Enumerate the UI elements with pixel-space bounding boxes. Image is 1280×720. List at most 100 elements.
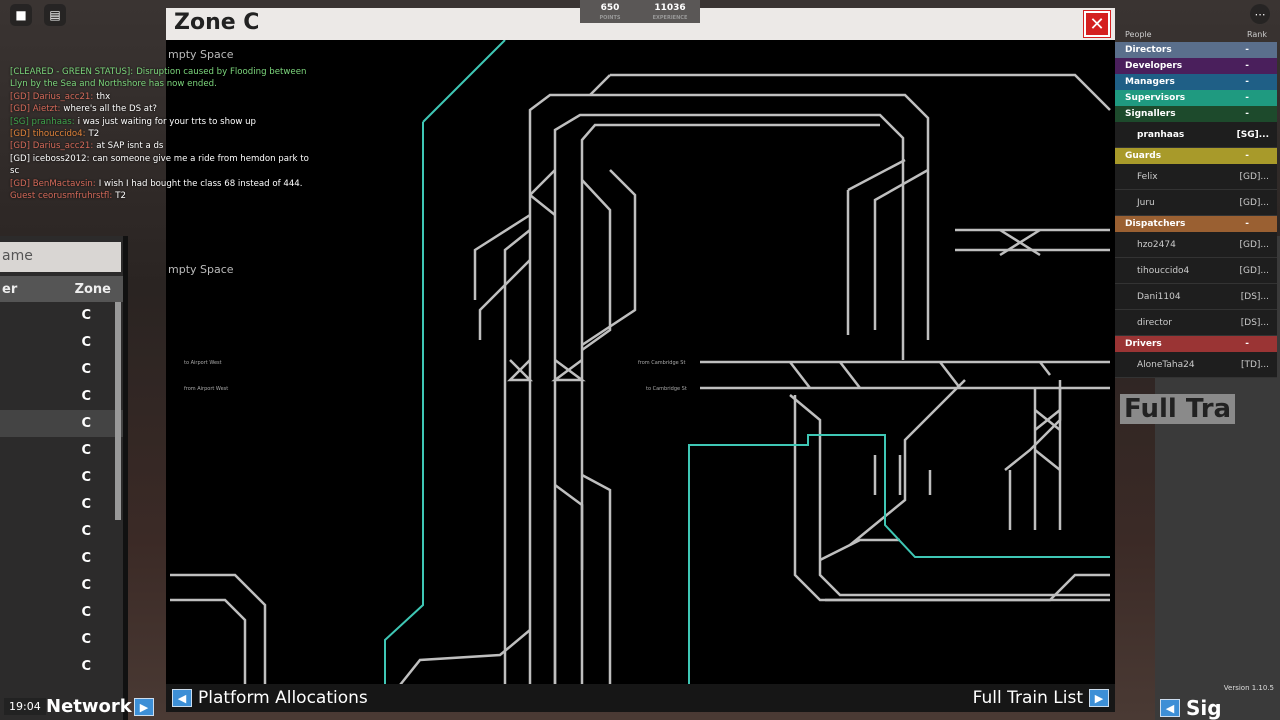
track-diagram[interactable] — [166, 40, 1115, 688]
track-segment — [473, 213, 531, 300]
chat-sender[interactable]: [GD] tihouccido4: — [10, 129, 86, 140]
group-directors[interactable]: Directors- — [1115, 42, 1277, 58]
chat-message: [SG] pranhaas:i was just waiting for you… — [10, 116, 320, 128]
chat-text: I wish I had bought the class 68 instead… — [98, 178, 303, 189]
train-row[interactable]: C — [81, 335, 91, 350]
player-row[interactable]: director[DS]... — [1115, 310, 1277, 336]
track-segment — [554, 483, 584, 570]
player-rank: [GD]... — [1239, 197, 1269, 208]
chat-message: [GD] tihouccido4:T2 — [10, 128, 320, 140]
group-name: Dispatchers — [1125, 219, 1186, 229]
signal-label: Sig — [1186, 696, 1222, 720]
group-rank: - — [1245, 77, 1249, 87]
track-segment — [581, 473, 612, 600]
train-row[interactable]: C — [0, 410, 123, 437]
chat-icon[interactable]: ▤ — [44, 4, 66, 26]
train-row[interactable]: C — [81, 470, 91, 485]
player-row[interactable]: tihouccido4[GD]... — [1115, 258, 1277, 284]
chat-text: Disruption caused by Flooding between Ll… — [10, 67, 307, 90]
track-segment — [399, 629, 531, 686]
train-row[interactable]: C — [81, 632, 91, 647]
player-row[interactable]: hzo2474[GD]... — [1115, 232, 1277, 258]
track-segment — [789, 361, 811, 389]
track-segment — [580, 123, 880, 685]
chat-sender[interactable]: [CLEARED - GREEN STATUS]: — [10, 67, 134, 77]
player-name: hzo2474 — [1137, 239, 1176, 250]
group-supervisors[interactable]: Supervisors- — [1115, 90, 1277, 106]
chat-sender[interactable]: [SG] pranhaas: — [10, 116, 75, 127]
train-row[interactable]: C — [81, 443, 91, 458]
train-row[interactable]: C — [81, 524, 91, 539]
group-signallers[interactable]: Signallers- — [1115, 106, 1277, 122]
group-drivers[interactable]: Drivers- — [1115, 336, 1277, 352]
player-rank: [DS]... — [1240, 317, 1269, 328]
chat-sender[interactable]: [GD] Aietzt: — [10, 104, 61, 115]
column-header: er — [2, 281, 18, 297]
empty-space-label: mpty Space — [168, 263, 234, 276]
train-row[interactable]: C — [81, 578, 91, 593]
more-menu-icon[interactable]: ⋯ — [1250, 4, 1270, 24]
train-row[interactable]: C — [81, 551, 91, 566]
player-row[interactable]: Juru[GD]... — [1115, 190, 1277, 216]
train-row[interactable]: C — [81, 659, 91, 674]
player-row[interactable]: Felix[GD]... — [1115, 164, 1277, 190]
track-segment — [1039, 361, 1051, 376]
chat-sender[interactable]: [GD] Darius_acc21: — [10, 141, 94, 152]
signal-arrow-button[interactable]: ◀ — [1160, 699, 1180, 717]
window-title: Zone C — [174, 10, 260, 35]
zone-column-header: Zone — [74, 281, 111, 297]
train-row[interactable]: C — [81, 605, 91, 620]
chat-sender[interactable]: Guest ceorusmfruhrstfl: — [10, 191, 113, 202]
track-segment — [939, 361, 961, 389]
train-row[interactable]: C — [81, 497, 91, 512]
full-train-list-button[interactable]: Full Train List▶ — [973, 688, 1109, 708]
group-rank: - — [1245, 61, 1249, 71]
train-row[interactable]: C — [81, 308, 91, 323]
player-row[interactable]: AloneTaha24 [TD]... — [1115, 352, 1277, 378]
track-segment — [999, 228, 1041, 257]
group-developers[interactable]: Developers - — [1115, 58, 1277, 74]
platform-allocations-button[interactable]: ◀Platform Allocations — [172, 688, 368, 708]
roblox-logo-icon[interactable]: ■ — [10, 4, 32, 26]
group-name: Drivers — [1125, 339, 1162, 349]
group-guards[interactable]: Guards- — [1115, 148, 1277, 164]
group-name: Developers — [1125, 61, 1183, 71]
track-segment — [847, 158, 906, 192]
player-name: tihouccido4 — [1137, 265, 1190, 276]
chat-text: thx — [96, 91, 111, 102]
group-managers[interactable]: Managers- — [1115, 74, 1277, 90]
set-route — [384, 122, 424, 685]
track-segment — [819, 538, 900, 562]
chat-sender[interactable]: [GD] Darius_acc21: — [10, 91, 94, 102]
track-segment — [529, 169, 556, 196]
chat-sender[interactable]: [GD] BenMactavsin: — [10, 178, 96, 189]
scrollbar[interactable] — [115, 302, 121, 520]
chat-sender[interactable]: [GD] iceboss2012: — [10, 153, 90, 164]
chat-message: [GD] iceboss2012:can someone give me a r… — [10, 153, 320, 178]
chat-log: [CLEARED - GREEN STATUS]:Disruption caus… — [10, 66, 320, 202]
from-cambridge-label: from Cambridge St — [638, 360, 686, 366]
player-rank: [TD]... — [1240, 359, 1269, 370]
player-row[interactable]: Dani1104[DS]... — [1115, 284, 1277, 310]
track-segment — [529, 194, 556, 216]
player-row[interactable]: pranhaas[SG]... — [1115, 122, 1277, 148]
track-segment — [793, 395, 1110, 602]
train-row[interactable]: C — [81, 362, 91, 377]
player-name: AloneTaha24 — [1137, 359, 1195, 370]
group-dispatchers[interactable]: Dispatchers- — [1115, 216, 1277, 232]
track-segment — [528, 93, 930, 685]
track-segment — [1034, 409, 1061, 431]
network-label: Network — [46, 696, 132, 717]
track-segment — [610, 73, 1111, 111]
chat-text: T2 — [88, 129, 100, 140]
chat-message: [GD] Aietzt:where's all the DS at? — [10, 103, 320, 115]
empty-space-label: mpty Space — [168, 48, 234, 61]
left-arrow-icon: ◀ — [172, 689, 192, 707]
train-row[interactable]: C — [81, 389, 91, 404]
track-segment — [506, 359, 534, 382]
network-arrow-button[interactable]: ▶ — [134, 698, 154, 716]
search-input[interactable]: ame — [0, 242, 121, 272]
chat-message: [GD] BenMactavsin:I wish I had bought th… — [10, 178, 320, 190]
close-button[interactable]: ✕ — [1083, 10, 1111, 38]
